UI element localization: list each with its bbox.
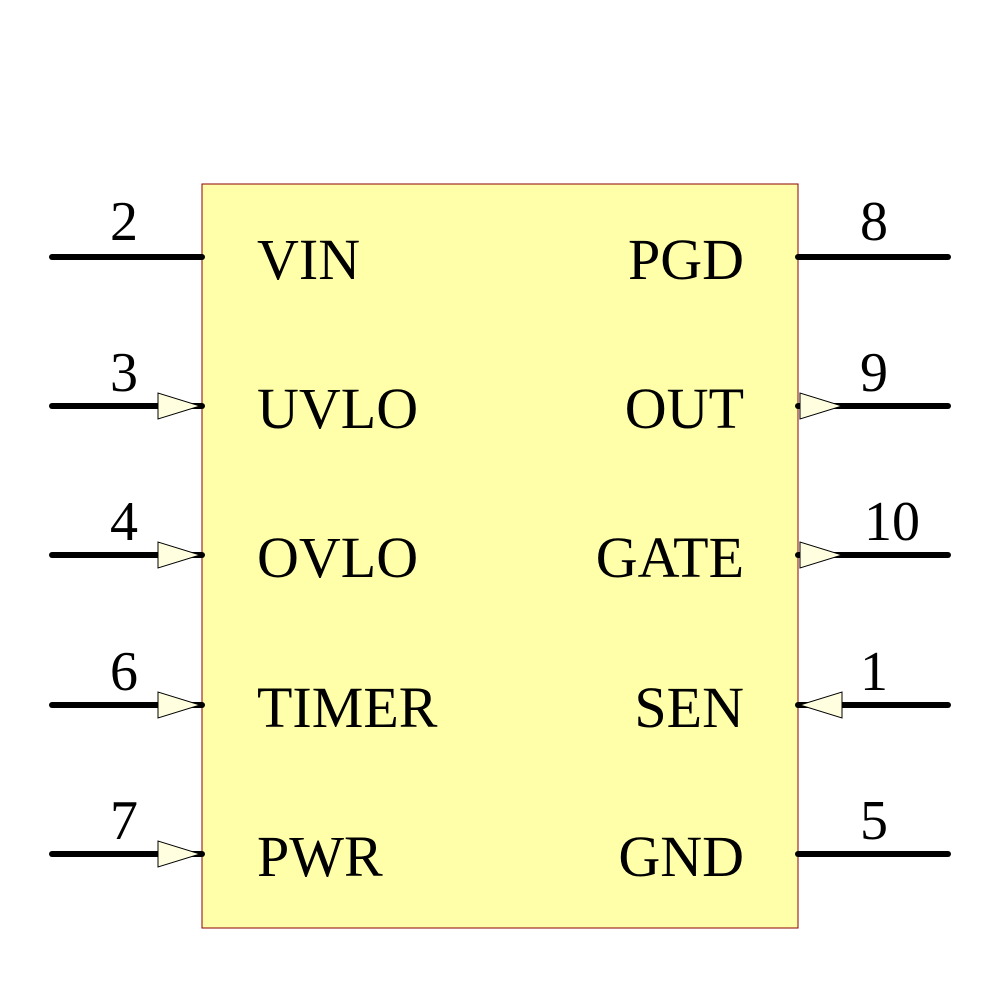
left-pin-row: 2 VIN — [49, 191, 360, 292]
pin-name: GND — [618, 824, 744, 889]
left-pin-row: 3 UVLO — [49, 342, 418, 441]
component-body — [201, 183, 799, 929]
pin-name: SEN — [634, 675, 744, 740]
output-arrow-icon — [799, 392, 844, 420]
pin-name: TIMER — [257, 675, 438, 740]
left-pin-row: 7 PWR — [49, 790, 383, 889]
pin-number: 3 — [110, 342, 138, 404]
right-pin-row: 1 SEN — [634, 641, 951, 740]
pin-number: 6 — [110, 641, 138, 703]
pin-number: 1 — [860, 641, 888, 703]
right-pin-row: 9 OUT — [625, 342, 951, 441]
pin-number: 7 — [110, 790, 138, 852]
input-arrow-icon — [157, 691, 202, 719]
right-pin-row: 8 PGD — [628, 191, 951, 292]
pin-name: GATE — [596, 525, 744, 590]
pin-name: VIN — [257, 227, 360, 292]
pin-number: 9 — [860, 342, 888, 404]
left-pin-row: 4 OVLO — [49, 491, 418, 590]
pin-name: OVLO — [257, 525, 418, 590]
pin-number: 4 — [110, 491, 138, 553]
pin-name: PWR — [257, 824, 383, 889]
input-arrow-icon — [157, 392, 202, 420]
input-arrow-icon — [157, 541, 202, 569]
pin-number: 8 — [860, 191, 888, 253]
pin-number: 10 — [864, 491, 920, 553]
pin-name: UVLO — [257, 376, 418, 441]
output-arrow-icon — [799, 541, 844, 569]
pin-number: 2 — [110, 191, 138, 253]
pin-number: 5 — [860, 790, 888, 852]
right-pin-row: 5 GND — [618, 790, 951, 889]
pin-name: OUT — [625, 376, 744, 441]
input-arrow-icon — [157, 840, 202, 868]
input-arrow-icon — [798, 691, 843, 719]
right-pin-row: 10 GATE — [596, 491, 951, 590]
pin-name: PGD — [628, 227, 744, 292]
left-pin-row: 6 TIMER — [49, 641, 438, 740]
